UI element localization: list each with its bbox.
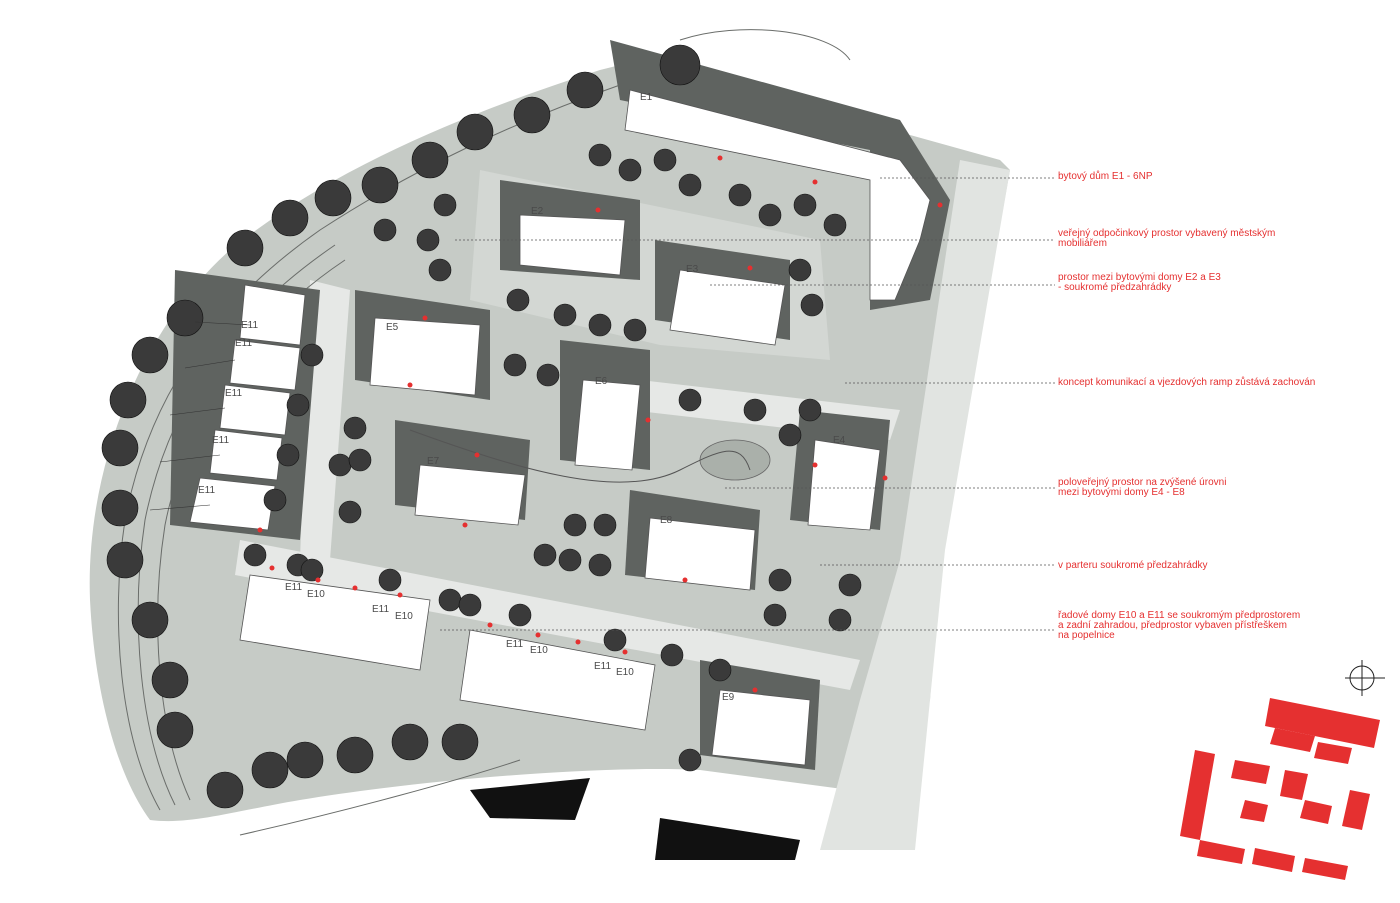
key-plan-icon [1180, 698, 1380, 880]
leader-lines [440, 177, 1055, 631]
row-houses-east [459, 629, 656, 731]
annotation-e1: bytový dům E1 - 6NP [1058, 171, 1153, 182]
building-e7-roof [414, 464, 526, 526]
label-e11: E11 [285, 582, 302, 593]
label-e6: E6 [595, 376, 608, 387]
trees [101, 44, 862, 809]
annotation-public-space: veřejný odpočinkový prostor vybavený měs… [1058, 228, 1276, 249]
building-e11-north-roof [239, 284, 306, 346]
annotation-gardens: v parteru soukromé předzahrádky [1058, 560, 1208, 571]
label-e1: E1 [640, 92, 653, 103]
annotation-row-houses: řadové domy E10 a E11 se soukromým předp… [1058, 610, 1301, 641]
label-e11: E11 [372, 604, 389, 615]
label-e10: E10 [616, 667, 634, 678]
building-e8-roof [644, 517, 756, 591]
label-e11: E11 [506, 639, 523, 650]
label-e4: E4 [833, 435, 846, 446]
building-e6-roof [574, 379, 641, 471]
building-roofs [189, 89, 931, 766]
building-e1-roof [624, 89, 931, 301]
label-e10: E10 [530, 645, 548, 656]
main-road [820, 160, 1010, 850]
building-e3-roof [669, 269, 786, 346]
annotation-e2-e3: prostor mezi bytovými domy E2 a E3 - sou… [1058, 272, 1221, 293]
label-e11: E11 [198, 485, 215, 496]
label-e11: E11 [235, 338, 252, 349]
label-e5: E5 [386, 322, 399, 333]
building-e4-roof [807, 439, 881, 531]
label-e10: E10 [395, 611, 413, 622]
label-e2: E2 [531, 206, 544, 217]
building-e2-roof [519, 214, 626, 276]
existing-buildings [470, 778, 800, 860]
label-e7: E7 [427, 456, 440, 467]
building-e9-roof [711, 689, 811, 766]
label-e8: E8 [660, 515, 673, 526]
label-e9: E9 [722, 692, 735, 703]
entrance-markers [257, 155, 943, 693]
row-house-leaders [149, 321, 251, 511]
building-labels: E1 E2 E3 E4 E5 E6 E7 E8 E9 E11 E11 E11 E… [198, 92, 846, 703]
row-houses-west [239, 574, 431, 671]
walkway-curve [409, 429, 751, 483]
north-arrow-icon [1345, 660, 1385, 696]
annotation-e4-e8: poloveřejný prostor na zvýšené úrovni me… [1058, 477, 1227, 498]
label-e11: E11 [241, 320, 258, 331]
label-e3: E3 [686, 264, 699, 275]
label-e11: E11 [212, 435, 229, 446]
annotation-roads: koncept komunikací a vjezdových ramp zůs… [1058, 377, 1316, 388]
label-e10: E10 [307, 589, 325, 600]
label-e11: E11 [594, 661, 611, 672]
label-e11: E11 [225, 388, 242, 399]
public-space-plaza [699, 439, 771, 481]
building-e5-roof [369, 317, 481, 396]
